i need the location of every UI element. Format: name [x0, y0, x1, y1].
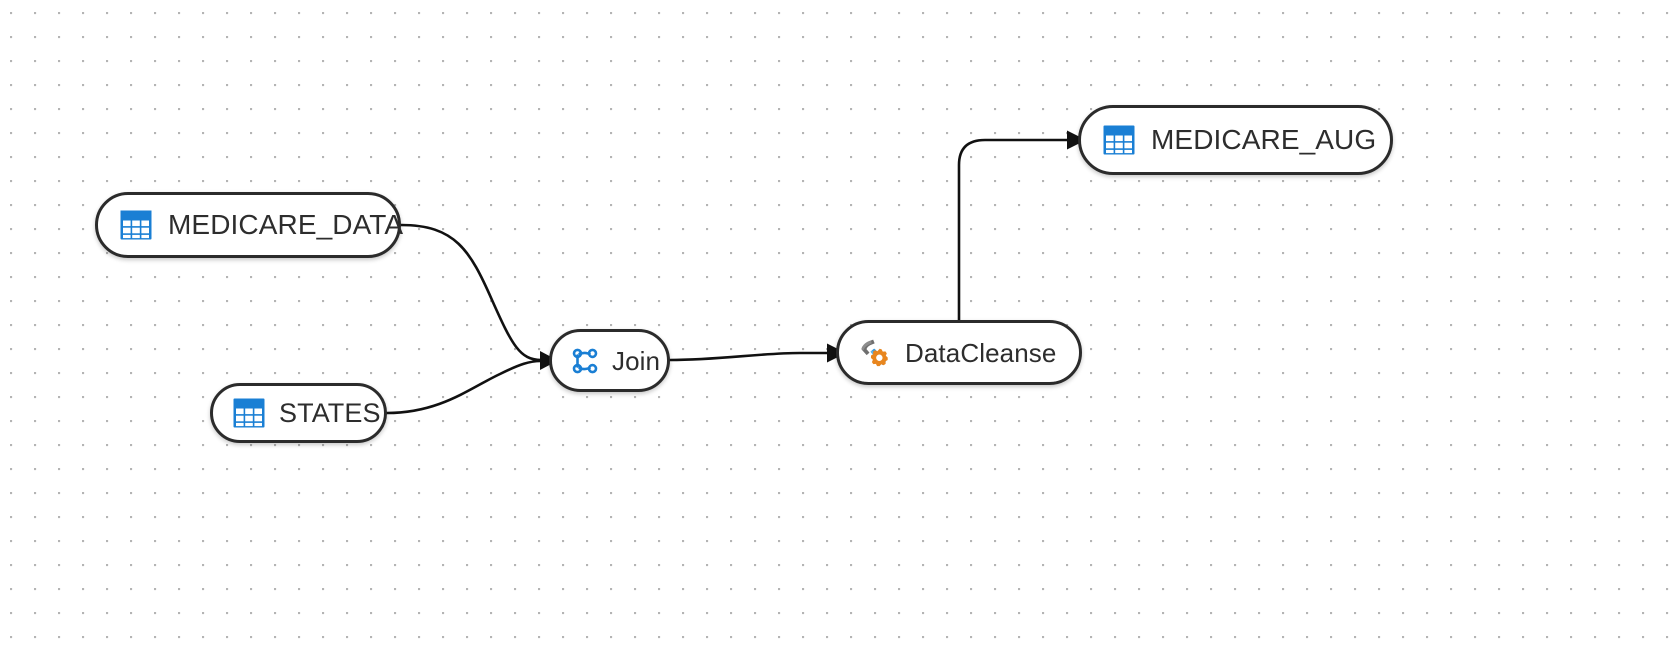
- node-label: Join: [612, 345, 661, 376]
- node-join[interactable]: Join: [549, 329, 670, 392]
- tools-icon: [859, 337, 891, 369]
- node-medicare-data[interactable]: MEDICARE_DATA: [95, 192, 404, 258]
- join-icon: [570, 346, 600, 376]
- table-icon: [1103, 125, 1135, 155]
- node-label: MEDICARE_DATA: [168, 209, 404, 240]
- node-label: STATES: [279, 397, 381, 428]
- edge-datacleanse-to-medicare-aug: [957, 130, 1086, 322]
- node-states[interactable]: STATES: [210, 383, 387, 443]
- node-medicare-aug[interactable]: MEDICARE_AUG: [1078, 105, 1393, 175]
- edge-medicare-data-to-join: [399, 223, 558, 370]
- table-icon: [120, 210, 152, 240]
- table-icon: [233, 398, 265, 428]
- node-label: MEDICARE_AUG: [1151, 124, 1377, 155]
- node-datacleanse[interactable]: DataCleanse: [836, 320, 1082, 385]
- edge-join-to-datacleanse: [668, 343, 846, 363]
- node-label: DataCleanse: [905, 337, 1057, 368]
- edge-states-to-join: [385, 359, 543, 415]
